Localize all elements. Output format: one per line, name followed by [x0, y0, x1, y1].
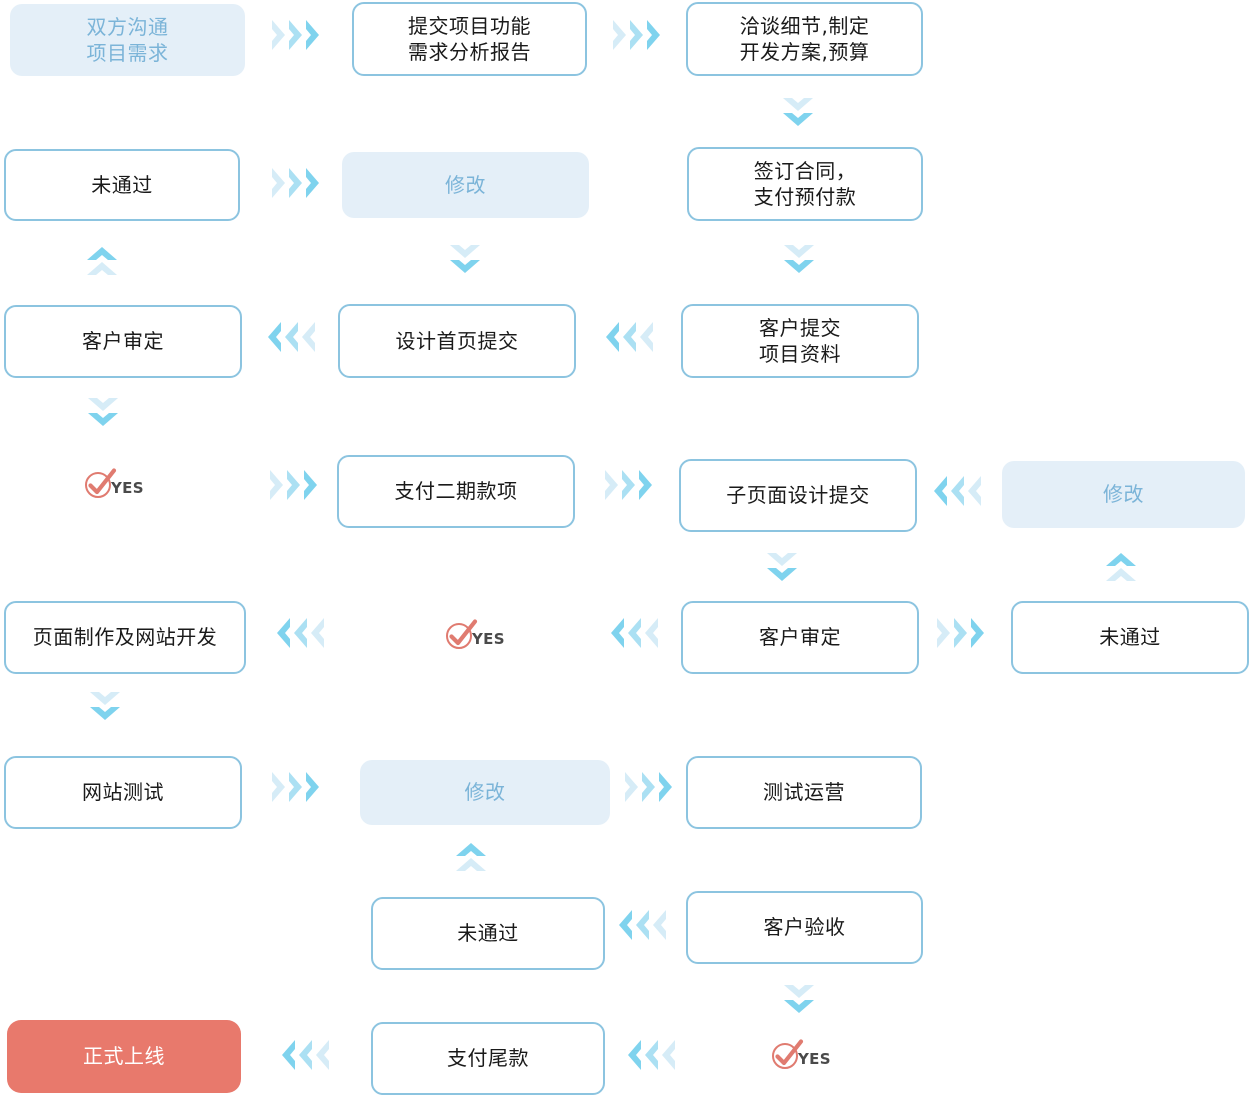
flow-arrow-right-a02: [613, 20, 664, 50]
flow-node-label-n02: 提交项目功能 需求分析报告: [408, 13, 531, 64]
flow-node-label-n13: 页面制作及网站开发: [32, 625, 218, 650]
yes-label-d1: YES: [111, 479, 144, 497]
flow-arrow-left-a17: [611, 618, 662, 648]
flow-node-n12[interactable]: 修改: [1002, 461, 1245, 528]
flow-arrow-left-a16: [277, 618, 328, 648]
check-circle-icon: [770, 1037, 804, 1071]
flow-node-label-n15: 未通过: [1099, 625, 1161, 650]
flow-arrow-down-a06: [784, 245, 814, 277]
flow-node-n06[interactable]: 签订合同， 支付预付款: [687, 147, 923, 221]
flow-node-label-n09: 客户提交 项目资料: [759, 315, 841, 366]
flow-node-label-n17: 修改: [464, 780, 506, 805]
flow-node-label-n01: 双方沟通 项目需求: [86, 14, 169, 65]
flow-arrow-left-a09: [606, 322, 657, 352]
flow-arrow-down-a14: [767, 553, 797, 585]
flow-node-label-n16: 网站测试: [82, 780, 164, 805]
flow-node-n11[interactable]: 子页面设计提交: [679, 459, 917, 532]
flow-arrow-right-a11: [270, 470, 321, 500]
flow-node-n04[interactable]: 未通过: [4, 149, 240, 221]
yes-decision-badge-d2: YES: [444, 617, 505, 651]
flow-node-n03[interactable]: 洽谈细节,制定 开发方案,预算: [686, 2, 923, 76]
flow-arrow-down-a19: [90, 692, 120, 724]
flow-node-label-n22: 支付尾款: [447, 1046, 529, 1071]
flow-node-label-n18: 测试运营: [763, 780, 845, 805]
flow-node-n01[interactable]: 双方沟通 项目需求: [10, 4, 245, 76]
flow-node-label-n11: 子页面设计提交: [726, 483, 870, 508]
flow-arrow-left-a08: [268, 322, 319, 352]
flow-node-label-n04: 未通过: [91, 172, 153, 197]
flow-node-n02[interactable]: 提交项目功能 需求分析报告: [352, 2, 587, 76]
flow-node-label-n14: 客户审定: [759, 625, 841, 650]
flow-node-n17[interactable]: 修改: [360, 760, 610, 825]
flow-arrow-right-a20: [272, 772, 323, 802]
flow-node-label-n07: 客户审定: [82, 329, 164, 354]
flow-arrow-left-a26: [628, 1040, 679, 1070]
flow-node-n19[interactable]: 未通过: [371, 897, 605, 970]
flow-node-n09[interactable]: 客户提交 项目资料: [681, 304, 919, 378]
flow-node-n16[interactable]: 网站测试: [4, 756, 242, 829]
flow-node-n21[interactable]: 正式上线: [7, 1020, 241, 1093]
flow-node-label-n08: 设计首页提交: [395, 328, 519, 353]
flow-node-label-n12: 修改: [1103, 482, 1144, 507]
flow-arrow-up-a07: [87, 247, 117, 279]
flow-arrow-left-a25: [282, 1040, 333, 1070]
flow-arrow-right-a12: [605, 470, 656, 500]
flow-arrow-down-a05: [450, 245, 480, 277]
flow-arrow-up-a22: [456, 843, 486, 875]
flow-arrow-right-a01: [272, 20, 323, 50]
flow-node-n18[interactable]: 测试运营: [686, 756, 922, 829]
yes-decision-badge-d1: YES: [83, 466, 144, 500]
flow-arrow-down-a10: [88, 398, 118, 430]
flow-arrow-right-a04: [272, 168, 323, 198]
flow-arrow-right-a18: [937, 618, 988, 648]
flow-node-label-n21: 正式上线: [83, 1044, 165, 1069]
flow-node-label-n03: 洽谈细节,制定 开发方案,预算: [739, 13, 870, 64]
flow-node-n20[interactable]: 客户验收: [686, 891, 923, 964]
yes-decision-badge-d3: YES: [770, 1037, 831, 1071]
flow-arrow-left-a13: [934, 476, 985, 506]
flow-node-n13[interactable]: 页面制作及网站开发: [4, 601, 246, 674]
flow-arrow-down-a24: [784, 985, 814, 1017]
flow-arrow-left-a23: [619, 910, 670, 940]
flow-arrow-right-a21: [625, 772, 676, 802]
yes-label-d2: YES: [472, 630, 505, 648]
flow-node-n10[interactable]: 支付二期款项: [337, 455, 575, 528]
flow-node-n22[interactable]: 支付尾款: [371, 1022, 605, 1095]
flow-node-label-n19: 未通过: [457, 921, 519, 946]
flow-arrow-down-a03: [783, 98, 813, 130]
flow-node-n14[interactable]: 客户审定: [681, 601, 919, 674]
flow-node-label-n20: 客户验收: [763, 915, 846, 940]
check-circle-icon: [83, 466, 117, 500]
flow-node-label-n05: 修改: [445, 172, 486, 197]
flow-arrow-up-a15: [1106, 553, 1136, 585]
check-circle-icon: [444, 617, 478, 651]
flow-node-n15[interactable]: 未通过: [1011, 601, 1249, 674]
yes-label-d3: YES: [798, 1050, 831, 1068]
flow-node-n08[interactable]: 设计首页提交: [338, 304, 576, 378]
flow-node-n05[interactable]: 修改: [342, 152, 589, 218]
flow-node-label-n10: 支付二期款项: [394, 479, 518, 504]
flow-node-label-n06: 签订合同， 支付预付款: [753, 158, 857, 209]
flow-node-n07[interactable]: 客户审定: [4, 305, 242, 378]
